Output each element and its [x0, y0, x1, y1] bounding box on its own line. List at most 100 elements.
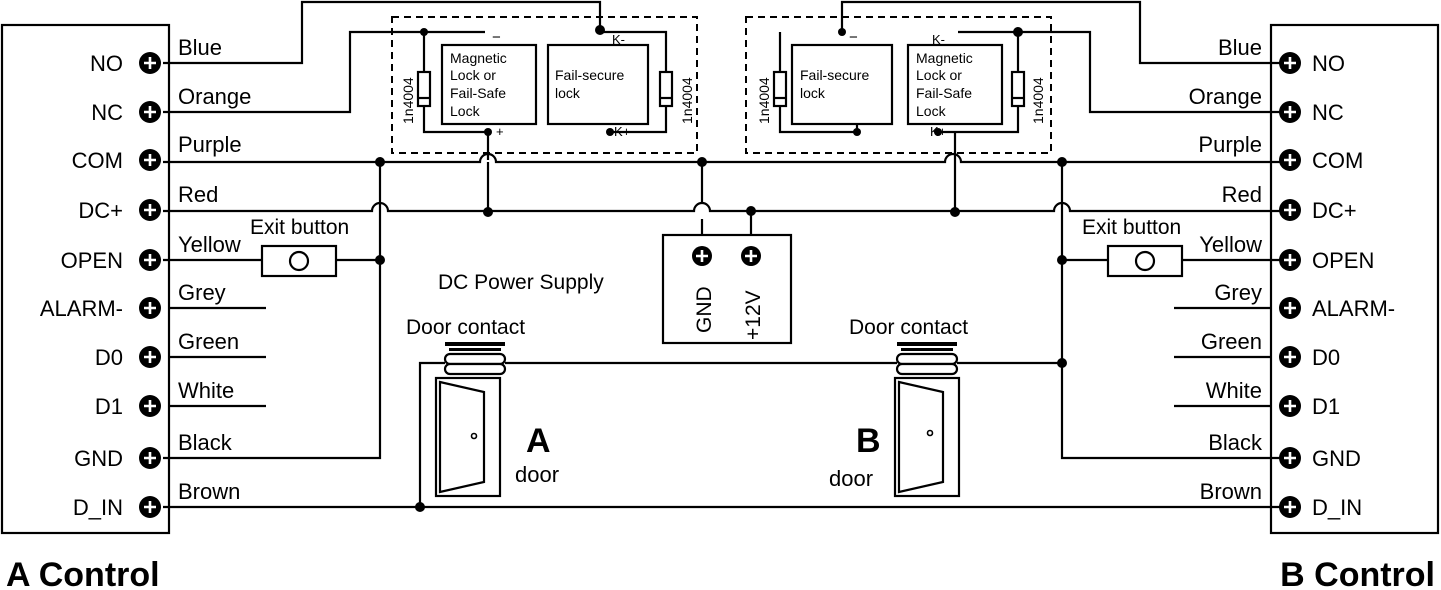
lock-a-magnetic-box	[440, 43, 538, 126]
lock-b-mag-line1: Magnetic	[916, 50, 973, 66]
controller-a-terminal-label: D_IN	[73, 495, 123, 520]
lock-b-magnetic-box	[906, 43, 1004, 126]
door-contact-b-label: Door contact	[849, 316, 968, 339]
wire-lockA-diode-left	[422, 32, 488, 134]
door-b-word: door	[829, 466, 873, 491]
controller-b-wire-label: White	[1206, 378, 1262, 403]
door-b-icon	[893, 376, 961, 498]
controller-a-terminal-label: GND	[74, 446, 123, 471]
controller-b-wire-label: Green	[1201, 329, 1262, 354]
controller-b-terminal-label: NO	[1312, 51, 1345, 76]
lock-b-secure-box	[790, 43, 894, 126]
lock-b-minus: −	[849, 29, 858, 46]
controller-b-terminal-label: ALARM-	[1312, 296, 1395, 321]
controller-a-terminal-label: COM	[72, 148, 123, 173]
controller-a-wire-label: Grey	[178, 280, 226, 305]
terminal-screw-icon	[1279, 447, 1301, 469]
controller-b-terminals: NOBlueNCOrangeCOMPurpleDC+RedOPENYellowA…	[1189, 35, 1396, 520]
exit-button-a-label: Exit button	[250, 216, 349, 239]
terminal-screw-icon	[1279, 395, 1301, 417]
exit-button-a-icon	[288, 250, 310, 272]
lock-a-mag-line2: Lock or	[450, 67, 496, 83]
wires	[163, 0, 1280, 509]
door-a-letter: A	[526, 422, 551, 460]
controller-a-wire-label: Green	[178, 329, 239, 354]
lock-group-a-frame	[391, 16, 698, 154]
controller-a-wire-label: Purple	[178, 132, 242, 157]
controller-a-wire-label: Orange	[178, 84, 251, 109]
terminal-screw-icon	[1279, 101, 1301, 123]
exit-button-b	[1106, 244, 1184, 278]
controller-a-wire-label: Black	[178, 430, 233, 455]
psu-gnd-label: GND	[693, 286, 716, 333]
wire-red	[163, 201, 1280, 213]
door-contact-b-icon	[895, 342, 959, 376]
controller-a-wire-label: Brown	[178, 479, 240, 504]
controller-a-title: A Control	[6, 556, 160, 590]
controller-b-terminal-label: OPEN	[1312, 248, 1374, 273]
lock-a-diode-right-label: 1n4004	[679, 77, 695, 124]
lock-a-diode	[416, 70, 674, 108]
terminal-screw-icon	[139, 249, 161, 271]
psu-12v-label: +12V	[742, 290, 765, 340]
door-a-word: door	[515, 462, 559, 487]
terminal-screw-icon	[139, 496, 161, 518]
lock-b-mag-line2: Lock or	[916, 67, 962, 83]
terminal-screw-icon	[1279, 149, 1301, 171]
controller-b-terminal-label: GND	[1312, 446, 1361, 471]
psu-gnd-terminal-icon	[692, 246, 712, 266]
lock-a-plus: +	[496, 124, 504, 139]
terminal-screw-icon	[139, 395, 161, 417]
terminal-screw-icon	[1279, 346, 1301, 368]
lock-b-diode	[772, 70, 1026, 108]
wire-b-blue	[840, 0, 1280, 65]
controller-a-terminal-label: D1	[95, 394, 123, 419]
wire-b-orange	[958, 30, 1280, 114]
terminal-screw-icon	[139, 52, 161, 74]
lock-a-diode-left-label: 1n4004	[400, 77, 416, 124]
power-supply-box	[661, 233, 793, 345]
controller-a-terminal-label: DC+	[78, 198, 123, 223]
lock-a-mag-line1: Magnetic	[450, 50, 507, 66]
terminal-screw-icon	[139, 346, 161, 368]
lock-b-secure-line2: lock	[800, 85, 826, 101]
terminal-screw-icon	[1279, 199, 1301, 221]
door-contact-a-label: Door contact	[406, 316, 525, 339]
psu-12v-terminal-icon	[741, 246, 761, 266]
wire-lockB-diode-right	[938, 32, 1020, 134]
controller-b-terminal-label: NC	[1312, 100, 1344, 125]
lock-a-minus: −	[492, 29, 501, 46]
terminal-screw-icon	[139, 447, 161, 469]
terminal-screw-icon	[1279, 52, 1301, 74]
controller-a-terminal-label: NC	[91, 100, 123, 125]
lock-b-diode-left-label: 1n4004	[756, 77, 772, 124]
wire-a-door	[418, 361, 445, 507]
wire-a-blue	[163, 0, 602, 65]
lock-a-secure-box	[546, 43, 650, 126]
controller-b-terminal-label: DC+	[1312, 198, 1357, 223]
terminal-screw-icon	[139, 101, 161, 123]
controller-a-wire-label: Red	[178, 182, 218, 207]
lock-a-kminus: K-	[612, 32, 625, 47]
lock-b-kminus: K-	[932, 32, 945, 47]
controller-a-terminal-label: D0	[95, 345, 123, 370]
controller-a-wire-label: Yellow	[178, 232, 241, 257]
lock-b-secure-line1: Fail-secure	[800, 67, 869, 83]
controller-b-terminal-label: D0	[1312, 345, 1340, 370]
lock-a-secure-line1: Fail-secure	[555, 67, 624, 83]
controller-b-wire-label: Purple	[1198, 132, 1262, 157]
controller-b-wire-label: Blue	[1218, 35, 1262, 60]
wire-lockB-left	[778, 32, 857, 134]
lock-b-kplus: K+	[930, 124, 946, 139]
controller-b-wire-label: Grey	[1214, 280, 1262, 305]
terminal-screw-icon	[1279, 496, 1301, 518]
lock-a-secure-line2: lock	[555, 85, 581, 101]
controller-b-wire-label: Brown	[1200, 479, 1262, 504]
exit-button-b-icon	[1134, 250, 1156, 272]
lock-b-mag-line3: Fail-Safe	[916, 85, 972, 101]
terminal-screw-icon	[139, 297, 161, 319]
junction-dots	[375, 25, 1067, 512]
lock-a-kplus: K+	[614, 124, 630, 139]
controller-b-title: B Control	[1280, 556, 1435, 590]
controller-a-wire-label: Blue	[178, 35, 222, 60]
